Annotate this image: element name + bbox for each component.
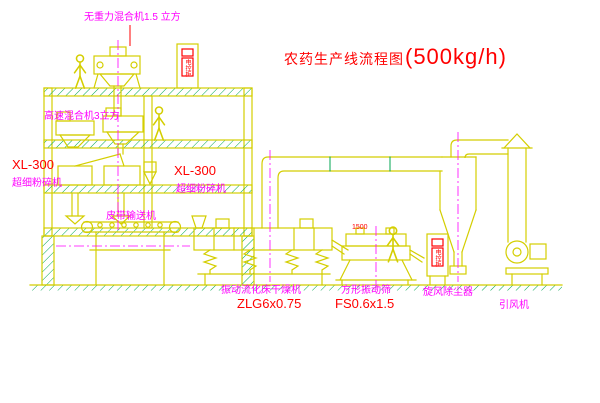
label-cyclone-name: 旋风除尘器 [423,287,473,298]
label-screen-name: 方形振动筛 [341,285,391,296]
dryer-exhaust-duct [261,156,443,229]
label-high-speed-mixer: 高速混合机3立方 [44,111,120,122]
label-mill-right-model: XL-300 [174,163,216,178]
worker-figure-floor2 [152,106,166,141]
worker-figure-screen [386,226,400,263]
worker-figure-roof [73,54,87,89]
label-mill-left-model: XL-300 [12,157,54,172]
induced-draft-fan [505,240,549,286]
label-screen-dimension: 1500 [352,224,368,231]
mill-left [57,165,93,225]
label-belt-conveyor: 皮带输送机 [106,211,156,222]
label-gravity-mixer: 无重力混合机1.5 立方 [84,12,181,23]
control-cabinet-b [426,233,449,286]
label-mill-right-name: 超细粉碎机 [176,184,226,195]
label-mill-left-name: 超细粉碎机 [12,178,62,189]
belt-conveyor [80,220,182,285]
label-fan-name: 引风机 [499,300,529,311]
diagram-title-text: 农药生产线流程图 [284,51,404,67]
high-speed-mixer [55,111,95,148]
vibrating-screen [335,227,425,286]
control-cabinet-a [176,43,199,89]
label-screen-model: FS0.6x1.5 [335,296,395,311]
cyclone-collector [439,139,509,275]
gravity-mixer [93,46,141,117]
label-cabinet-b: 电控柜 [434,249,440,267]
diagram-title: 农药生产线流程图 (500kg/h) [284,44,507,70]
exhaust-stack [501,133,533,243]
ground-line [29,284,563,291]
diagram-title-capacity: (500kg/h) [405,44,507,69]
label-dryer-name: 振动流化床干燥机 [221,285,301,296]
second-floor-mixer [74,107,144,167]
label-dryer-model: ZLG6x0.75 [237,296,302,311]
centerlines [56,40,459,290]
label-cabinet-a: 电控柜 [184,59,190,77]
fluid-bed-dryer [191,215,349,286]
